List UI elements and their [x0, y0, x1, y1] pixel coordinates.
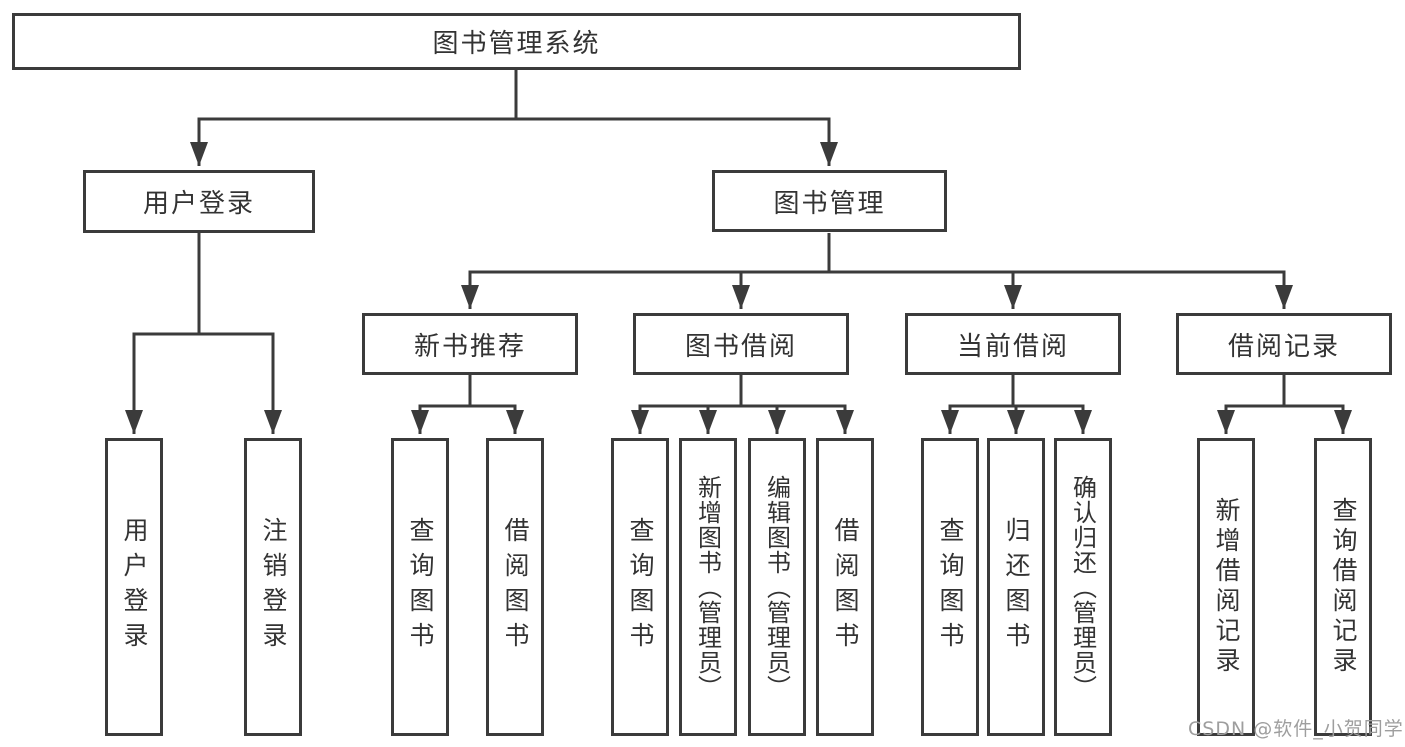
leaf-confirm-return-admin: 确认归还（管理员）: [1054, 438, 1112, 736]
leaf-borrow-books-recommend: 借阅图书: [486, 438, 544, 736]
leaf-user-login: 用户登录: [105, 438, 163, 736]
node-book-management: 图书管理: [712, 170, 947, 232]
node-user-login: 用户登录: [83, 170, 315, 233]
leaf-query-books-recommend: 查询图书: [391, 438, 449, 736]
leaf-add-books-admin: 新增图书（管理员）: [679, 438, 737, 736]
node-current-borrow: 当前借阅: [905, 313, 1121, 375]
leaf-query-books-borrow: 查询图书: [611, 438, 669, 736]
leaf-query-borrow-record: 查询借阅记录: [1314, 438, 1372, 736]
csdn-watermark: CSDN @软件_小贺同学: [1188, 718, 1404, 740]
leaf-query-books-current: 查询图书: [921, 438, 979, 736]
node-root-system: 图书管理系统: [12, 13, 1021, 70]
leaf-return-books: 归还图书: [987, 438, 1045, 736]
leaf-edit-books-admin: 编辑图书（管理员）: [748, 438, 806, 736]
leaf-logout: 注销登录: [244, 438, 302, 736]
leaf-borrow-books: 借阅图书: [816, 438, 874, 736]
node-book-borrow: 图书借阅: [633, 313, 849, 375]
node-borrow-records: 借阅记录: [1176, 313, 1392, 375]
leaf-add-borrow-record: 新增借阅记录: [1197, 438, 1255, 736]
node-new-book-recommend: 新书推荐: [362, 313, 578, 375]
